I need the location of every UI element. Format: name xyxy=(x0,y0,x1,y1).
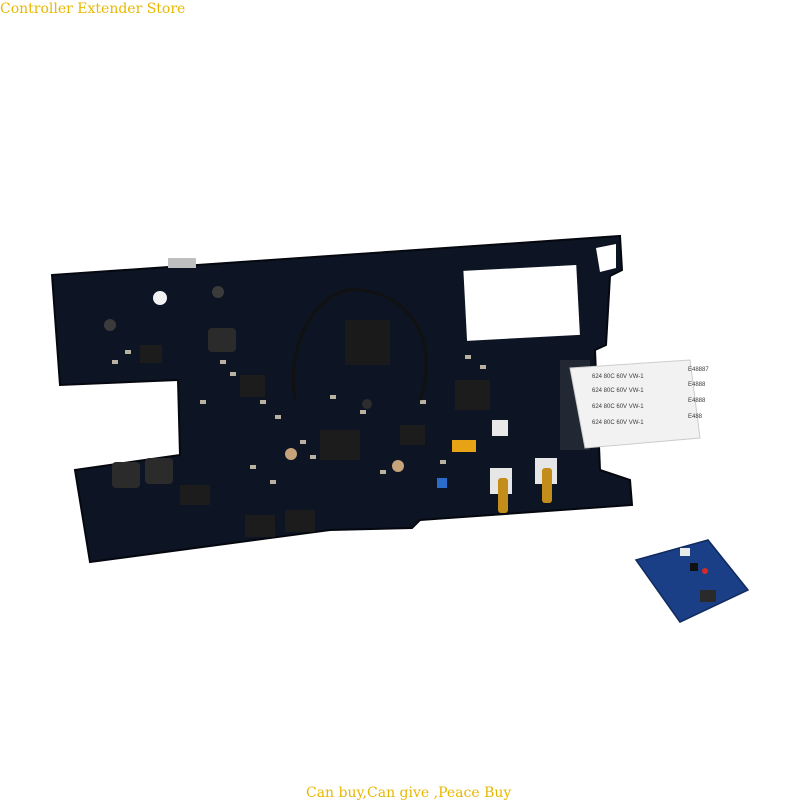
ribbon-text-row: 624 80C 60V VW-1 xyxy=(592,374,644,380)
gold-connector xyxy=(498,478,508,513)
ribbon-text-row: 624 80C 60V VW-1 xyxy=(592,404,644,410)
blank-label-area xyxy=(463,265,580,341)
inductor xyxy=(145,458,173,484)
store-name-watermark: Controller Extender Store xyxy=(0,1,186,17)
main-circuit-board xyxy=(50,234,634,564)
wire xyxy=(291,288,428,401)
ribbon-code: E48887 xyxy=(688,367,709,373)
ribbon-code: E4888 xyxy=(688,382,706,388)
capacitor xyxy=(452,440,476,452)
small-sensor-board xyxy=(634,539,750,623)
gold-connector xyxy=(542,468,552,503)
ribbon-code: E4888 xyxy=(688,398,706,404)
ribbon-text-row: 624 80C 60V VW-1 xyxy=(592,420,644,426)
ribbon-code: E488 xyxy=(688,414,703,420)
inductor xyxy=(208,328,236,352)
ribbon-cable xyxy=(569,359,701,449)
inductor xyxy=(112,462,140,488)
ribbon-text-row: 624 80C 60V VW-1 xyxy=(592,388,644,394)
footer-watermark: Can buy,Can give ,Peace Buy xyxy=(306,785,512,801)
